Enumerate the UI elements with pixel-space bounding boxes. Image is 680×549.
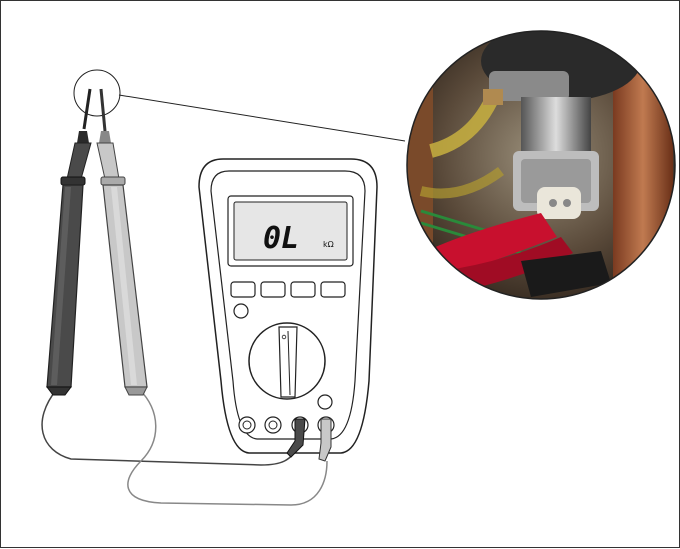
multimeter: 0L kΩ [199,159,377,461]
red-lead-plug [319,419,331,461]
red-probe [97,89,147,395]
callout [74,70,405,141]
lcd-reading: 0L [263,221,299,256]
rotary-dial[interactable] [249,323,325,399]
function-button-2[interactable] [261,282,285,297]
function-button-4[interactable] [321,282,345,297]
hold-button[interactable] [318,395,332,409]
lcd-unit: kΩ [323,240,334,249]
callout-line [119,95,405,141]
function-button-1[interactable] [231,282,255,297]
probe-tip-callout-circle [74,70,120,116]
black-probe [47,89,91,395]
function-button-3[interactable] [291,282,315,297]
inset-photo [401,21,680,309]
power-button[interactable] [234,304,248,318]
